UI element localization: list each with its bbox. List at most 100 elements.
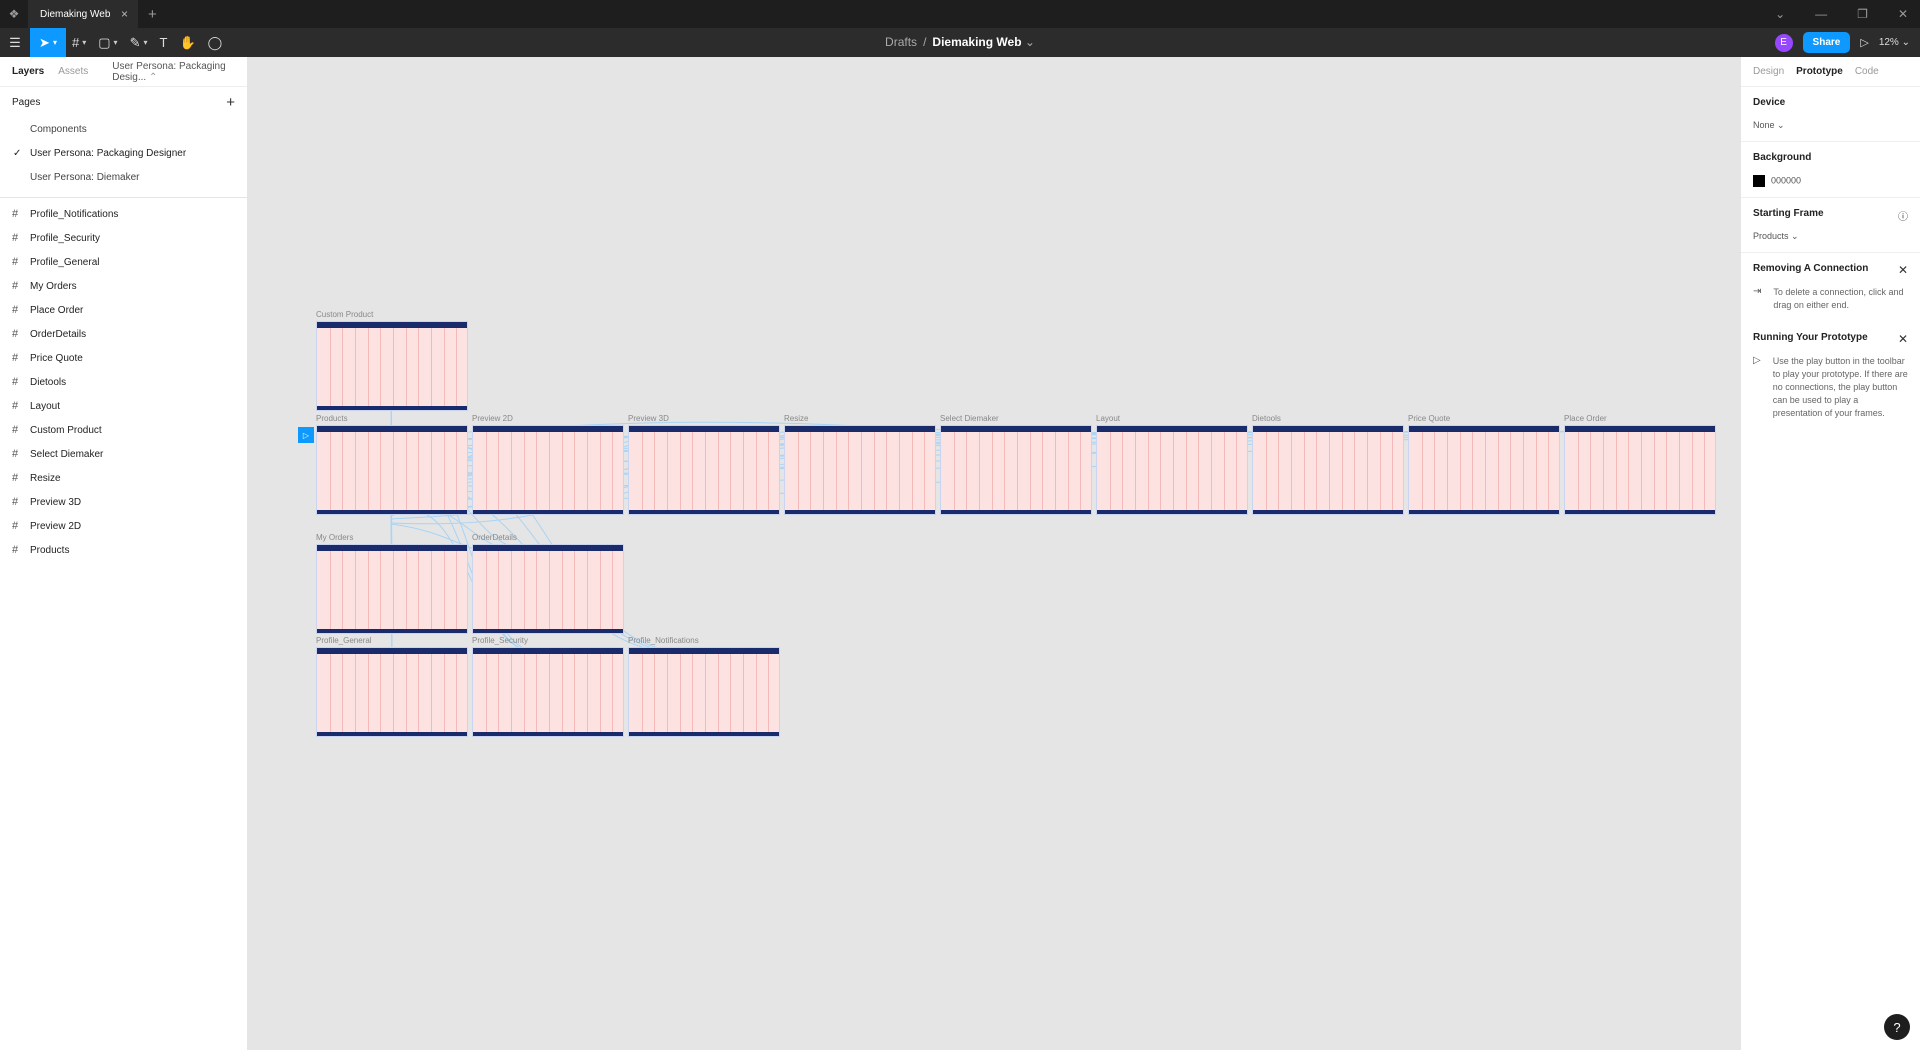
zoom-dropdown[interactable]: 12% ⌄ (1879, 37, 1910, 48)
figma-logo-icon[interactable]: ❖ (8, 7, 20, 21)
file-tab[interactable]: Diemaking Web × (28, 0, 138, 28)
frame-label[interactable]: Profile_Notifications (628, 636, 699, 645)
canvas-frame[interactable] (784, 425, 936, 515)
grid-column (966, 432, 968, 510)
grid-column (1055, 432, 1056, 510)
tab-prototype[interactable]: Prototype (1796, 66, 1843, 77)
grid-column (1316, 432, 1318, 510)
grid-column (1278, 432, 1280, 510)
device-dropdown[interactable]: None ⌄ (1753, 120, 1908, 131)
canvas-frame[interactable] (316, 647, 468, 737)
breadcrumb-drafts[interactable]: Drafts (885, 35, 918, 49)
tab-code[interactable]: Code (1854, 66, 1879, 77)
chevron-down-icon[interactable]: ⌄ (1775, 7, 1786, 21)
close-tab-icon[interactable]: × (120, 7, 128, 21)
canvas-frame[interactable] (316, 544, 468, 634)
page-item-diemaker[interactable]: User Persona: Diemaker (0, 165, 247, 189)
close-icon[interactable]: ✕ (1897, 263, 1908, 277)
chevron-down-icon[interactable]: ⌄ (1024, 35, 1035, 49)
comment-tool-button[interactable]: ◯ (202, 28, 229, 57)
canvas-frame[interactable] (1252, 425, 1404, 515)
layer-item[interactable]: #Profile_Security (0, 226, 247, 250)
layer-item[interactable]: #Dietools (0, 370, 247, 394)
pen-tool-button[interactable]: ✎▾ (124, 28, 154, 57)
frame-tool-button[interactable]: #▾ (66, 28, 92, 57)
avatar[interactable]: E (1774, 33, 1793, 52)
layer-item[interactable]: #Preview 3D (0, 490, 247, 514)
layer-item[interactable]: #Profile_General (0, 250, 247, 274)
layer-item[interactable]: #Resize (0, 466, 247, 490)
main-menu-icon[interactable]: ☰ (9, 34, 21, 50)
canvas-frame[interactable] (940, 425, 1092, 515)
text-tool-button[interactable]: T (153, 28, 173, 57)
divider (0, 197, 247, 198)
layer-item[interactable]: #OrderDetails (0, 322, 247, 346)
frame-label[interactable]: Price Quote (1408, 414, 1451, 423)
layer-item[interactable]: #Profile_Notifications (0, 202, 247, 226)
grid-column (911, 432, 913, 510)
starting-frame-dropdown[interactable]: Products ⌄ (1753, 231, 1908, 242)
frame-label[interactable]: Place Order (1564, 414, 1607, 423)
share-button[interactable]: Share (1802, 32, 1851, 53)
canvas-frame[interactable] (628, 425, 780, 515)
layer-item[interactable]: #Select Diemaker (0, 442, 247, 466)
tab-layers[interactable]: Layers (12, 66, 45, 77)
frame-label[interactable]: Preview 2D (472, 414, 513, 423)
help-button[interactable]: ? (1884, 1014, 1910, 1040)
grid-column (549, 551, 550, 629)
frame-label[interactable]: Profile_Security (472, 636, 529, 645)
frame-label[interactable]: Resize (784, 414, 809, 423)
frame-label[interactable]: My Orders (316, 533, 354, 542)
canvas-frame[interactable] (316, 425, 468, 515)
tab-design[interactable]: Design (1753, 66, 1785, 77)
info-icon[interactable]: ⓘ (1898, 212, 1908, 223)
frame-label[interactable]: OrderDetails (472, 533, 517, 542)
new-tab-icon[interactable]: + (148, 5, 157, 23)
tab-assets[interactable]: Assets (58, 66, 89, 77)
layer-item[interactable]: #Place Order (0, 298, 247, 322)
breadcrumb-file-name[interactable]: Diemaking Web (932, 35, 1022, 49)
layer-item[interactable]: #Products (0, 538, 247, 562)
color-swatch[interactable] (1753, 175, 1765, 187)
background-heading: Background (1753, 152, 1812, 163)
play-icon[interactable]: ▷ (1860, 37, 1869, 49)
frame-icon: # (12, 328, 19, 340)
frame-label[interactable]: Preview 3D (628, 414, 669, 423)
canvas-frame[interactable] (1408, 425, 1560, 515)
layer-item[interactable]: #Price Quote (0, 346, 247, 370)
grid-column (431, 328, 432, 406)
canvas-frame[interactable] (1096, 425, 1248, 515)
canvas-frame[interactable] (316, 321, 468, 411)
restore-icon[interactable]: ❐ (1857, 7, 1868, 21)
frame-icon: # (12, 304, 19, 316)
close-icon[interactable]: ✕ (1897, 332, 1908, 346)
canvas-frame[interactable] (1564, 425, 1716, 515)
frame-label[interactable]: Select Diemaker (940, 414, 999, 423)
grid-column (755, 432, 757, 510)
page-item-components[interactable]: Components (0, 117, 247, 141)
background-color-field[interactable]: 000000 (1753, 175, 1908, 187)
minimize-icon[interactable]: — (1815, 7, 1828, 21)
page-item-packaging-designer[interactable]: ✓User Persona: Packaging Designer (0, 141, 247, 165)
frame-label[interactable]: Profile_General (316, 636, 372, 645)
starting-frame-flag[interactable]: ▷ (298, 427, 314, 443)
canvas-frame[interactable] (628, 647, 780, 737)
canvas-frame[interactable] (472, 425, 624, 515)
frame-label[interactable]: Products (316, 414, 348, 423)
add-page-icon[interactable]: + (226, 93, 235, 111)
hand-tool-button[interactable]: ✋ (173, 28, 201, 57)
shape-tool-button[interactable]: ▢▾ (92, 28, 123, 57)
canvas-frame[interactable] (472, 544, 624, 634)
move-tool-button[interactable]: ➤▾ (30, 28, 66, 57)
canvas-frame[interactable] (472, 647, 624, 737)
current-page-dropdown[interactable]: User Persona: Packaging Desig... ⌃ (112, 61, 235, 83)
frame-label[interactable]: Dietools (1252, 414, 1281, 423)
layer-item[interactable]: #Preview 2D (0, 514, 247, 538)
frame-label[interactable]: Custom Product (316, 310, 374, 319)
layer-item[interactable]: #Custom Product (0, 418, 247, 442)
frame-label[interactable]: Layout (1096, 414, 1121, 423)
close-window-icon[interactable]: ✕ (1897, 7, 1908, 21)
layer-item[interactable]: #My Orders (0, 274, 247, 298)
layer-item[interactable]: #Layout (0, 394, 247, 418)
